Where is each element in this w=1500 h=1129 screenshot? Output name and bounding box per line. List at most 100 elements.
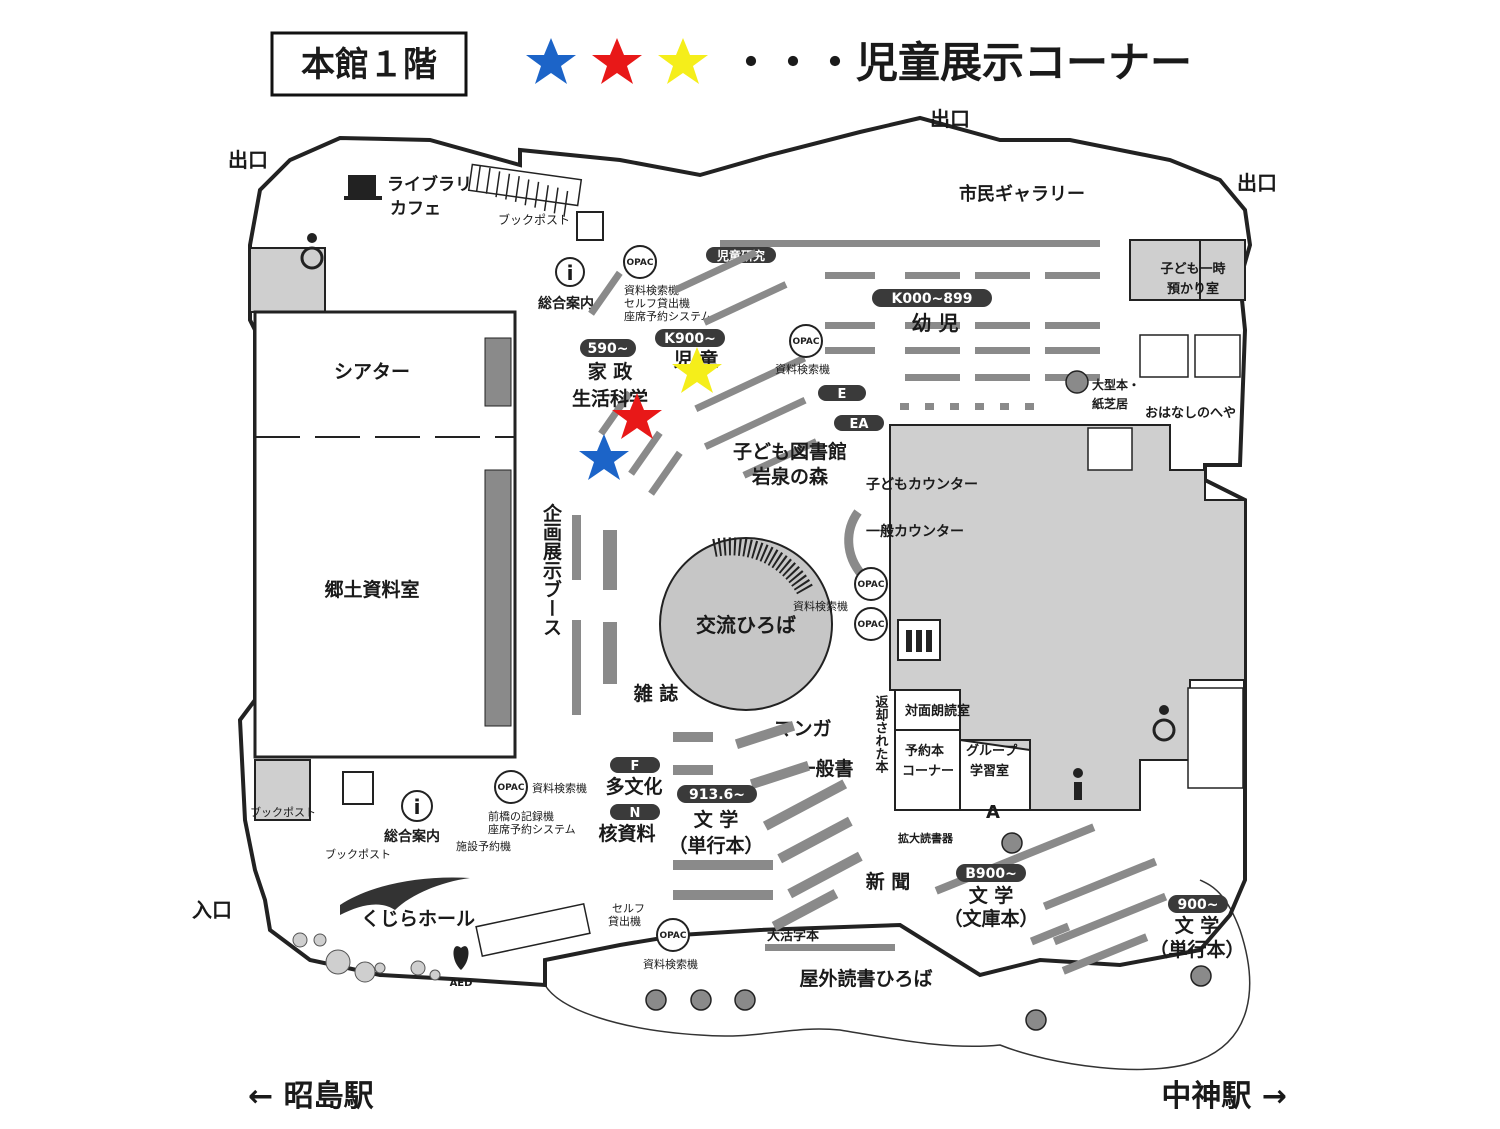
info-icon: [1073, 768, 1083, 800]
info-icon: i: [555, 257, 585, 287]
svg-text:企画展示ブース: 企画展示ブース: [540, 502, 563, 636]
opac-terminal-icon: OPAC: [789, 324, 823, 358]
reserve-corner-label-2: コーナー: [902, 764, 954, 779]
exhibition-booth-label: 企画展示ブース: [540, 502, 563, 636]
legend-text: ・・・児童展示コーナー: [730, 38, 1192, 87]
citizen-gallery-label: 市民ギャラリー: [959, 183, 1085, 205]
info-icon: i: [401, 790, 433, 822]
home-economics-label-1: 家 政: [588, 360, 634, 383]
svg-text:OPAC: OPAC: [627, 258, 654, 268]
stairs-top: [467, 163, 583, 217]
star-icon: [579, 434, 629, 480]
svg-text:OPAC: OPAC: [858, 580, 885, 590]
plaza-area: [659, 537, 833, 711]
literature-paperback-label-1: 文 学: [969, 884, 1014, 907]
reading-room-label: 対面朗読室: [904, 703, 970, 719]
cup-icon: [344, 175, 382, 200]
dotted-partition: [900, 403, 1034, 410]
theater-room-outline: [253, 310, 517, 759]
staff-area-corner: [1199, 239, 1246, 301]
pill-f: F: [610, 757, 660, 774]
wheelchair-icon: [1152, 705, 1176, 742]
station-right-label: 中神駅 →: [1161, 1079, 1287, 1114]
svg-text:K000~899: K000~899: [891, 291, 972, 307]
whale-icon: [340, 877, 470, 915]
svg-text:N: N: [630, 806, 641, 821]
stairs-bottom: [475, 903, 591, 957]
multicultural-label: 多文化: [605, 775, 662, 798]
restroom-area-top: [249, 247, 326, 313]
search-machine-plaza-label: 資料検索機: [793, 599, 848, 613]
svg-text:590~: 590~: [588, 341, 629, 357]
literature-hard-label-1: 文 学: [694, 808, 739, 831]
self-checkout-label-1: セルフ: [612, 902, 645, 915]
childcare-room-label-2: 預かり室: [1167, 281, 1219, 297]
area-letter: A: [986, 802, 1000, 823]
opac-terminal-icon: OPAC: [656, 918, 690, 952]
book-post-top-box: [576, 211, 604, 241]
opac-terminal-icon: OPAC: [623, 245, 657, 279]
theater-label: シアター: [334, 361, 410, 383]
home-economics-label-2: 生活科学: [572, 387, 648, 410]
wheelchair-icon: [300, 233, 324, 270]
entrance-label: 入口: [192, 898, 232, 922]
pill-590: 590~: [580, 339, 636, 357]
restroom-area-bottom: [254, 759, 311, 821]
kids-counter-label: 子どもカウンター: [866, 477, 978, 493]
childcare-room: [1129, 239, 1201, 301]
facility-booking-label: 施設予約機: [456, 839, 511, 853]
svg-text:F: F: [631, 759, 640, 774]
general-book-shelves: [673, 720, 863, 931]
search-machine-mid-label: 資料検索機: [775, 362, 830, 376]
big-books-label-1: 大型本・: [1092, 377, 1140, 392]
restroom-icon: [1139, 334, 1189, 378]
opac-bottom-desc-2: 前橋の記録機: [488, 809, 554, 823]
restroom-icon: [1194, 334, 1241, 378]
returned-books-label: 返却された本: [873, 695, 889, 774]
local-materials-label: 郷土資料室: [324, 578, 419, 601]
star-icon: [592, 38, 642, 84]
exhibition-booth-shelves: [572, 515, 617, 715]
group-study-label-1: グループ: [966, 743, 1018, 759]
plaza-label: 交流ひろば: [696, 613, 796, 637]
infants-label: 幼 児: [912, 311, 959, 335]
star-icon: [658, 38, 708, 84]
restroom-icon: [1087, 427, 1133, 471]
large-print-label: 大活字本: [767, 928, 819, 944]
book-post-top-label: ブックポスト: [498, 212, 570, 227]
core-materials-label: 核資料: [598, 822, 655, 845]
general-counter-label: 一般カウンター: [866, 523, 964, 540]
info-bottom-label: 総合案内: [384, 828, 440, 845]
exit-left-label: 出口: [228, 148, 268, 172]
book-post-bottom-box: [342, 771, 374, 805]
svg-text:OPAC: OPAC: [660, 931, 687, 941]
self-checkout-label-2: 貸出機: [608, 914, 641, 928]
magazines-label: 雑 誌: [633, 682, 679, 705]
whale-hall-label: くじらホール: [361, 908, 475, 930]
opac-bottom-desc-3: 座席予約システム: [488, 822, 576, 836]
svg-text:913.6~: 913.6~: [689, 787, 745, 803]
pill-k900: K900~: [655, 329, 725, 347]
floor-label: 本館１階: [301, 45, 437, 85]
counter-desk: [844, 509, 866, 578]
pill-e: E: [818, 385, 866, 402]
restroom-icon: [1187, 687, 1244, 789]
large-print-shelf: [765, 944, 895, 951]
building-outline: [237, 115, 1253, 988]
library-cafe-label-2: カフェ: [390, 199, 441, 219]
star-icon: [612, 393, 662, 439]
outdoor-tables: [645, 965, 1212, 1031]
station-left-label: ← 昭島駅: [248, 1079, 374, 1114]
reserve-corner-label-1: 予約本: [905, 743, 944, 759]
pill-ea: EA: [834, 415, 884, 432]
outdoor-reading-label: 屋外読書ひろば: [799, 967, 932, 990]
svg-text:i: i: [414, 795, 421, 819]
opac-terminal-icon: OPAC: [494, 770, 528, 804]
star-icon: [526, 38, 576, 84]
pill-913: 913.6~: [677, 785, 757, 803]
opac-top-desc-1: 資料検索機: [624, 283, 679, 297]
book-post-left-label: ブックポスト: [250, 805, 316, 819]
library-cafe-label-1: ライブラリ: [387, 174, 472, 195]
svg-text:E: E: [838, 387, 847, 402]
